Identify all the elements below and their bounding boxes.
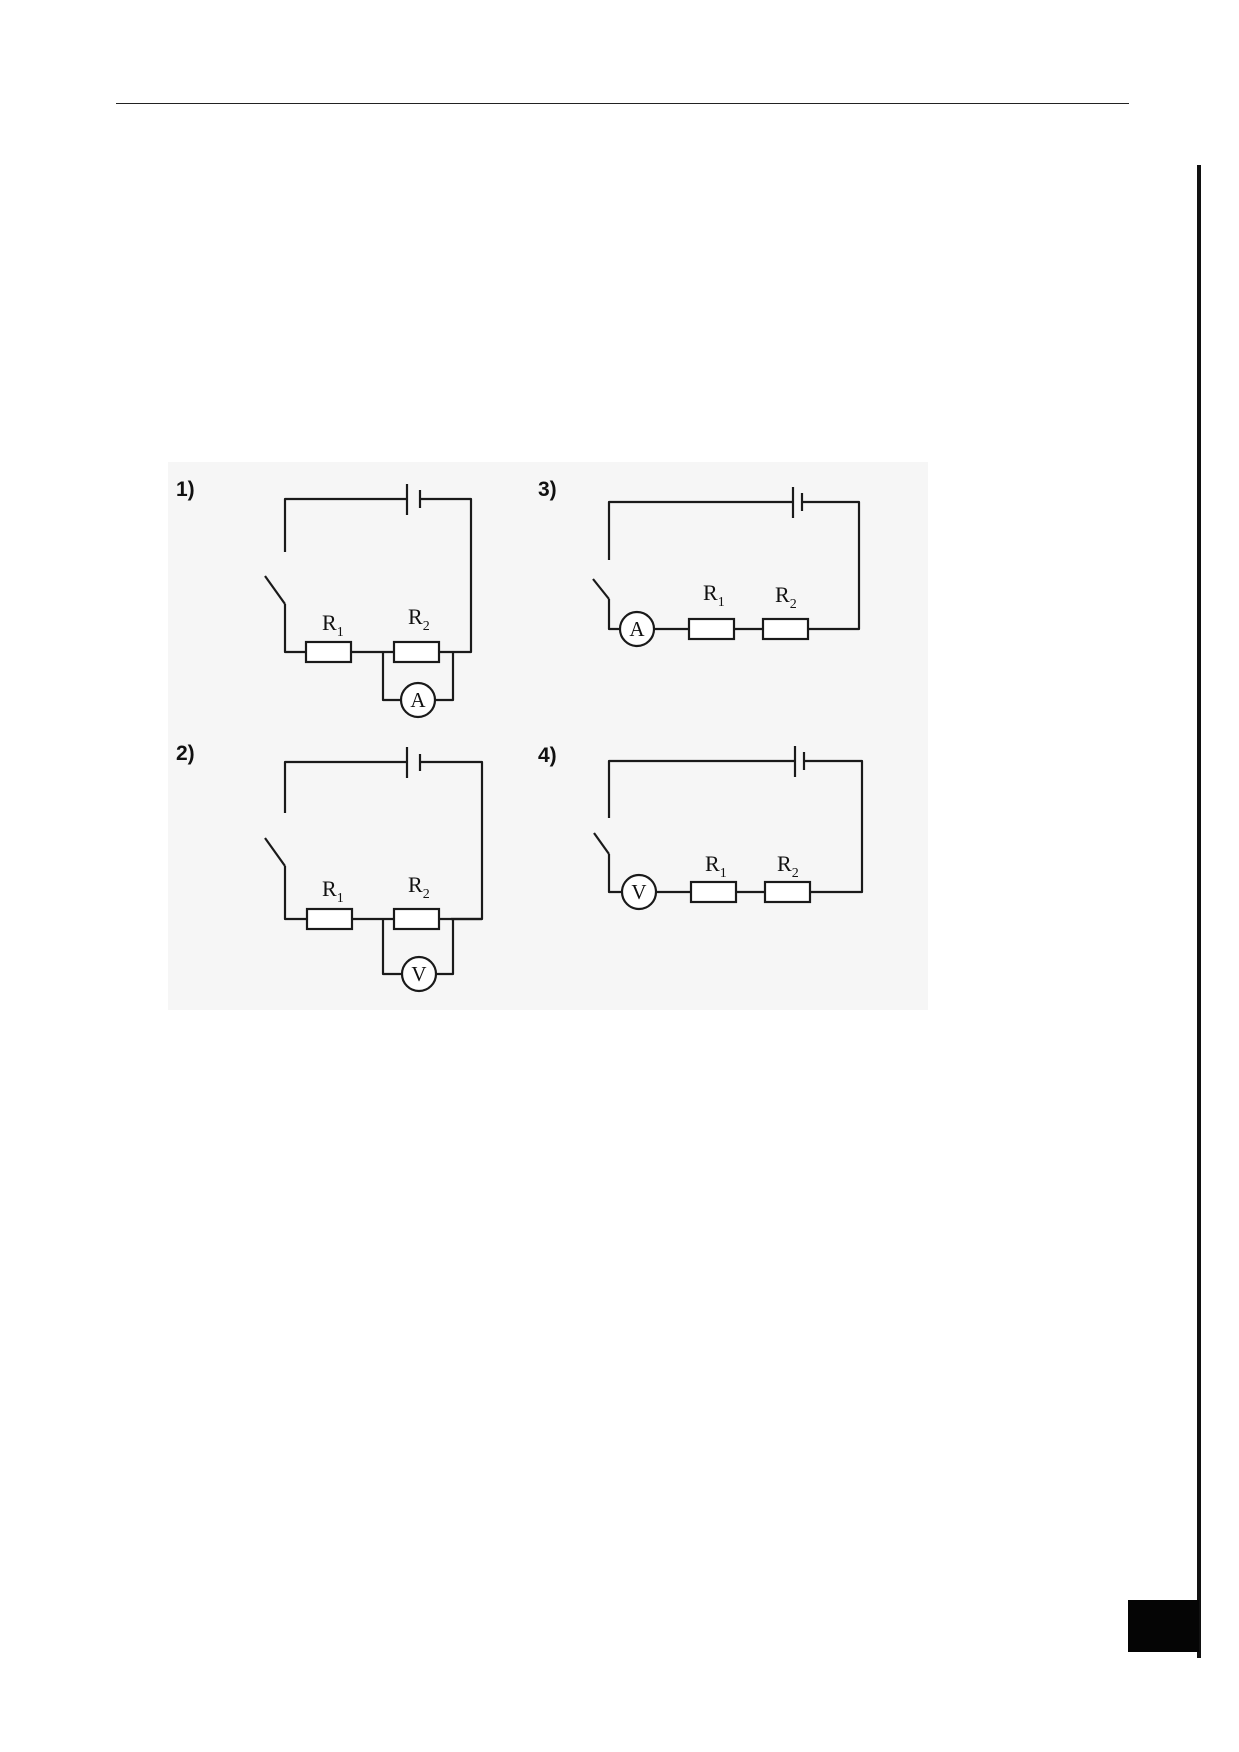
- r2-subscript: 2: [792, 866, 799, 881]
- circuit-1: 1) A R1 R2: [176, 478, 473, 719]
- r2-label: R2: [408, 872, 430, 902]
- switch-lever: [264, 575, 286, 605]
- r2-letter: R: [408, 872, 423, 897]
- voltmeter-icon: [400, 955, 438, 993]
- resistor-r1: [687, 617, 736, 641]
- r2-letter: R: [775, 582, 790, 607]
- wire-top-left: [283, 760, 407, 813]
- meter-label: V: [411, 962, 426, 986]
- r1-letter: R: [322, 610, 337, 635]
- r2-letter: R: [408, 604, 423, 629]
- circuit-3: 3) A R1 R2: [538, 478, 861, 648]
- wire-left-down: [283, 604, 306, 654]
- resistor-r2: [392, 640, 441, 664]
- r1-letter: R: [705, 851, 720, 876]
- circuit-number: 4): [538, 744, 557, 767]
- wire-top-right: [804, 759, 864, 894]
- meter-label: A: [410, 688, 426, 712]
- resistor-r1: [689, 880, 738, 904]
- circuit-diagrams-svg: 1) A R1 R2 2) V R1 R2: [176, 478, 864, 993]
- r1-letter: R: [322, 876, 337, 901]
- switch-lever: [592, 578, 610, 600]
- r2-letter: R: [777, 851, 792, 876]
- page-edge-bar: [1197, 165, 1201, 1658]
- r1-label: R1: [322, 610, 344, 640]
- wire-meter-right: [435, 652, 455, 702]
- wire-meter-right: [435, 919, 455, 976]
- wire-left-down: [607, 854, 622, 894]
- resistor-r2: [761, 617, 810, 641]
- circuit-number: 3): [538, 478, 557, 501]
- r1-label: R1: [705, 851, 727, 881]
- wire-top-right: [420, 497, 473, 654]
- r2-label: R2: [775, 582, 797, 612]
- switch-lever: [593, 832, 610, 855]
- wire-meter-left: [381, 919, 403, 976]
- wire-top-left: [607, 500, 793, 560]
- circuit-4: 4) V R1 R2: [538, 744, 864, 911]
- switch-lever: [264, 837, 286, 867]
- page-corner-marker: [1128, 1600, 1199, 1652]
- resistor-r2: [763, 880, 812, 904]
- wire-top-left: [283, 497, 407, 552]
- r1-label: R1: [703, 580, 725, 610]
- r2-subscript: 2: [423, 887, 430, 902]
- circuit-number: 2): [176, 742, 195, 765]
- resistor-r1: [304, 640, 353, 664]
- circuit-2: 2) V R1 R2: [176, 742, 484, 993]
- resistor-r1: [305, 907, 354, 931]
- r1-subscript: 1: [718, 595, 725, 610]
- r1-letter: R: [703, 580, 718, 605]
- wire-top-left: [607, 759, 795, 818]
- r1-subscript: 1: [720, 866, 727, 881]
- r1-subscript: 1: [337, 891, 344, 906]
- meter-label: A: [629, 617, 645, 641]
- r2-subscript: 2: [790, 597, 797, 612]
- resistor-r2: [392, 907, 441, 931]
- wire-left-down: [283, 866, 307, 921]
- wire-left-down: [607, 599, 620, 631]
- r2-label: R2: [777, 851, 799, 881]
- r1-subscript: 1: [337, 625, 344, 640]
- wire-top-right: [802, 500, 861, 631]
- header-rule: [116, 103, 1129, 104]
- circuit-figure: 1) A R1 R2 2) V R1 R2: [168, 462, 928, 1010]
- r1-label: R1: [322, 876, 344, 906]
- r2-label: R2: [408, 604, 430, 634]
- ammeter-icon: [399, 681, 437, 719]
- meter-label: V: [631, 880, 646, 904]
- circuit-number: 1): [176, 478, 195, 501]
- r2-subscript: 2: [423, 619, 430, 634]
- wire-meter-left: [381, 652, 401, 702]
